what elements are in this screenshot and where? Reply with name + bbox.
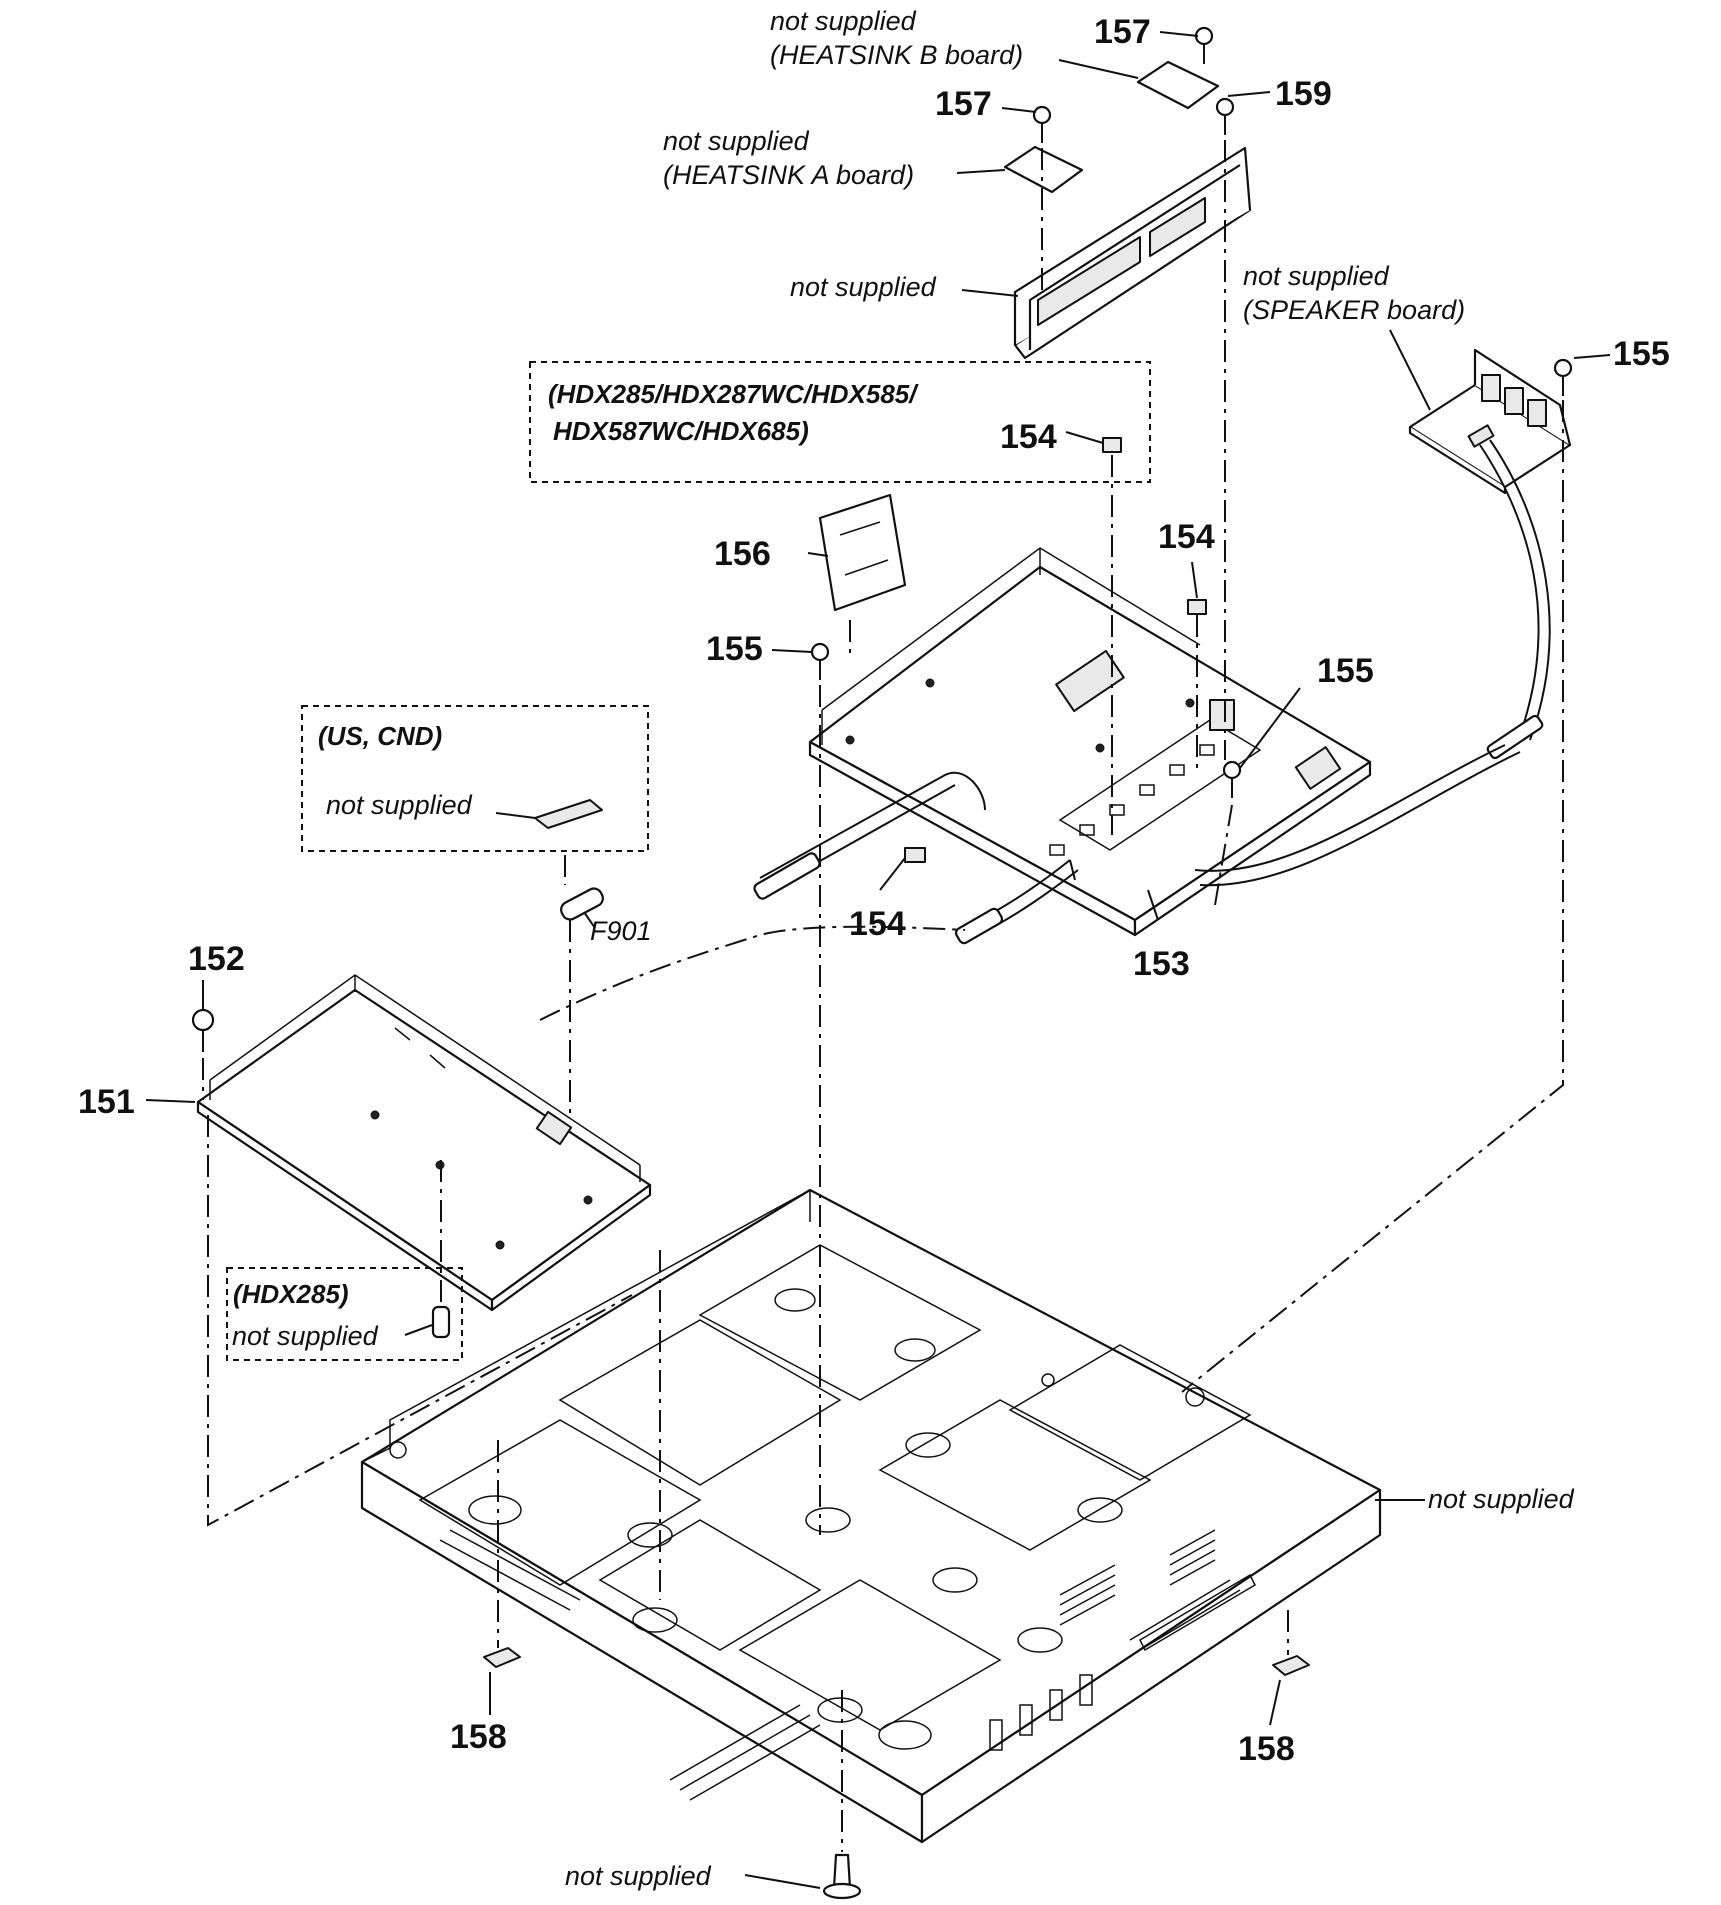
- label-heatsink-b: (HEATSINK B board): [770, 40, 1023, 70]
- group-titles: (HDX285/HDX287WC/HDX585/ HDX587WC/HDX685…: [233, 379, 919, 1309]
- callout-158-right: 158: [1238, 1730, 1295, 1768]
- assembly-lines: [202, 140, 1564, 1852]
- small-parts: [191, 26, 1573, 1900]
- callout-153: 153: [1133, 945, 1190, 983]
- label-not-supplied-spacer: not supplied: [232, 1321, 379, 1351]
- region-group-box: [301, 705, 649, 852]
- leader-lines: [145, 31, 1611, 1889]
- heatsink-bracket: [1003, 60, 1252, 360]
- callout-155-right: 155: [1613, 335, 1670, 373]
- callout-numbers: 157 157 159 155 154 154 156 155 155 154 …: [78, 13, 1670, 1768]
- label-fuse: F901: [590, 916, 652, 946]
- hdx285-group-box: [226, 1267, 463, 1361]
- callout-158-left: 158: [450, 1718, 507, 1756]
- callout-155-mid: 155: [1317, 652, 1374, 690]
- label-not-supplied-stud: not supplied: [565, 1861, 712, 1891]
- group-models-line1: (HDX285/HDX287WC/HDX585/: [548, 379, 919, 409]
- callout-154-top: 154: [1000, 418, 1057, 456]
- model-group-box: [529, 361, 1151, 483]
- board-153: [808, 547, 1372, 937]
- speaker-board: [1408, 348, 1572, 495]
- label-not-supplied-sheet: not supplied: [326, 790, 473, 820]
- group-hdx285: (HDX285): [233, 1279, 349, 1309]
- callout-154-low: 154: [849, 905, 906, 943]
- callout-152: 152: [188, 940, 245, 978]
- card-156: [818, 493, 907, 612]
- group-models-line2: HDX587WC/HDX685): [553, 416, 809, 446]
- label-not-supplied-heatsink-b: not supplied: [770, 6, 917, 36]
- label-not-supplied-speaker: not supplied: [1243, 261, 1390, 291]
- labels: not supplied (HEATSINK B board) not supp…: [232, 6, 1575, 1891]
- callout-157: 157: [935, 85, 992, 123]
- label-not-supplied-bracket: not supplied: [790, 272, 937, 302]
- callout-151: 151: [78, 1083, 135, 1121]
- board-151: [196, 974, 652, 1312]
- callout-156: 156: [714, 535, 771, 573]
- label-not-supplied-heatsink-a: not supplied: [663, 126, 810, 156]
- callout-155-left: 155: [706, 630, 763, 668]
- label-not-supplied-chassis: not supplied: [1428, 1484, 1575, 1514]
- callout-154-mid: 154: [1158, 518, 1215, 556]
- callout-159: 159: [1275, 75, 1332, 113]
- chassis-frame: [360, 1188, 1382, 1844]
- label-heatsink-a: (HEATSINK A board): [663, 160, 914, 190]
- callout-157-top: 157: [1094, 13, 1151, 51]
- screws: [191, 26, 1573, 1052]
- fuse-f901: [560, 887, 604, 921]
- group-region: (US, CND): [318, 721, 442, 751]
- label-speaker-board: (SPEAKER board): [1243, 295, 1465, 325]
- cables: [753, 439, 1551, 945]
